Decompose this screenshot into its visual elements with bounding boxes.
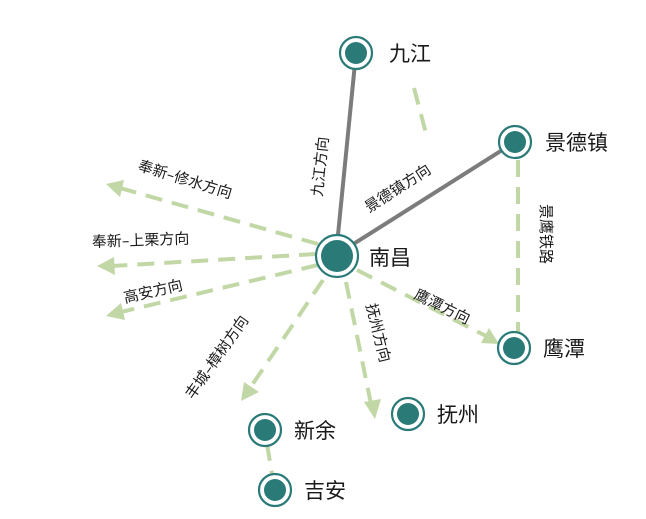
city-label-nanchang: 南昌 [369, 246, 411, 270]
route-fengxin-xiushui [106, 180, 319, 246]
route-upper-branch [412, 87, 429, 138]
route-line-nanchang-jingdezhen [334, 140, 517, 257]
arrow-head [241, 382, 259, 401]
city-label-jian: 吉安 [304, 479, 346, 503]
route-label-jingying-railway: 景鹰铁路 [537, 204, 555, 264]
arrow-head [106, 303, 125, 320]
city-node-jingdezhen [497, 124, 533, 160]
city-label-jiujiang: 九江 [389, 42, 431, 66]
city-label-jingdezhen: 景德镇 [545, 131, 608, 155]
route-label-jingdezhen: 景德镇方向 [361, 160, 434, 216]
route-fuzhou [344, 281, 381, 419]
arrow-head [364, 399, 381, 419]
route-label-jiujiang: 九江方向 [308, 136, 332, 198]
city-node-yingtan [496, 330, 532, 366]
route-gaoan [106, 263, 319, 320]
arrow-head [106, 180, 124, 197]
route-xinyu-jian [265, 443, 274, 475]
arrow-head [481, 328, 499, 344]
city-node-xinyu [247, 412, 283, 448]
city-node-fuzhou [390, 396, 426, 432]
city-node-jian [257, 472, 293, 508]
arrow-head [97, 257, 115, 275]
city-label-xinyu: 新余 [294, 419, 336, 443]
route-fengxin-shangli [97, 252, 317, 275]
route-label-gaoan: 高安方向 [122, 276, 185, 307]
city-label-fuzhou: 抚州 [437, 403, 479, 427]
city-label-yingtan: 鹰潭 [543, 337, 585, 361]
city-node-jiujiang [338, 35, 374, 71]
route-fengcheng-zhangshu [241, 278, 325, 401]
route-label-fengxin-shangli: 奉新–上栗方向 [92, 230, 190, 251]
route-label-fengcheng-zhangshu: 丰城–樟树方向 [182, 312, 253, 402]
route-yingtan [356, 268, 499, 344]
city-node-nanchang [314, 233, 360, 279]
route-label-yingtan: 鹰潭方向 [411, 285, 473, 327]
route-line-nanchang-jiujiang [334, 52, 358, 256]
route-label-fuzhou: 抚州方向 [362, 302, 394, 365]
